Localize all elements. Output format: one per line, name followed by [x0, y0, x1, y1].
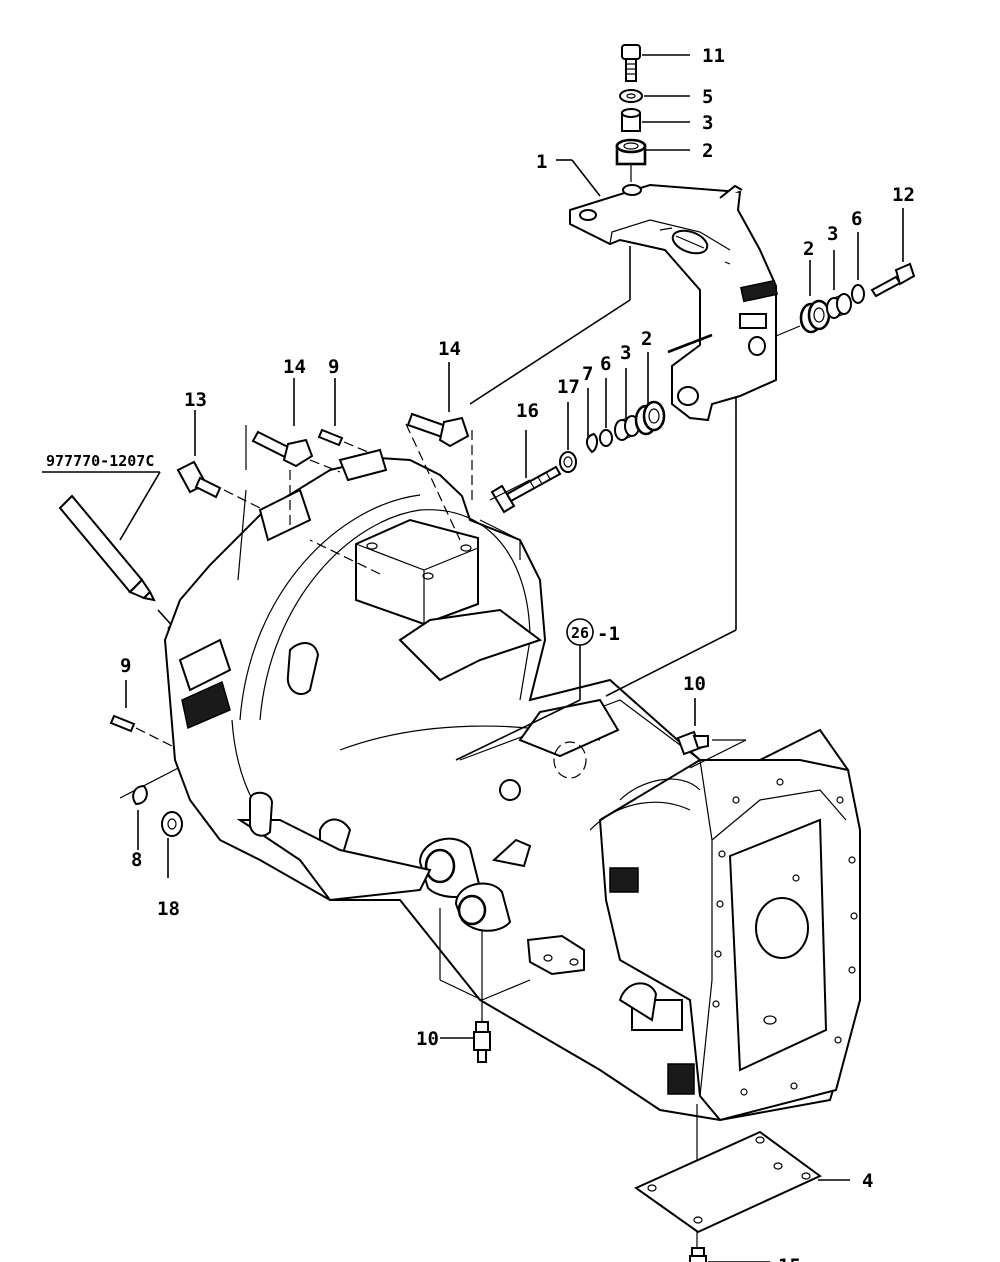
label-3-mid: 3 [620, 342, 631, 364]
label-2-right: 2 [803, 238, 814, 260]
label-7: 7 [582, 363, 593, 385]
flange-holes [712, 778, 858, 1096]
label-5: 5 [702, 86, 713, 108]
label-15-partial: 15 [778, 1255, 801, 1262]
label-1: 1 [536, 151, 547, 173]
grommet-2-right [799, 299, 831, 334]
grease-nipple-10-lower [473, 1021, 491, 1063]
bolt-11 [621, 44, 641, 82]
washer-5 [619, 89, 643, 103]
sealant-tube-icon [58, 494, 156, 602]
label-9-left: 9 [120, 655, 131, 677]
label-16: 16 [516, 400, 539, 422]
label-12: 12 [892, 184, 915, 206]
label-14-left: 14 [283, 356, 306, 378]
label-2-top: 2 [702, 140, 713, 162]
nut-18 [161, 811, 183, 837]
washer-6-mid [599, 429, 613, 447]
label-9-top: 9 [328, 356, 339, 378]
label-26-suffix: -1 [597, 623, 620, 645]
label-3-top: 3 [702, 112, 713, 134]
grommet-2-mid [634, 400, 666, 436]
cover-plate-4 [633, 1130, 822, 1234]
pin-9-left [109, 714, 136, 733]
collar-3-right [826, 293, 852, 319]
label-11: 11 [702, 45, 725, 67]
label-26: 26 [571, 624, 589, 642]
bolt-13 [176, 460, 222, 499]
label-6-right: 6 [851, 208, 862, 230]
label-10-lower: 10 [416, 1028, 439, 1050]
label-18: 18 [157, 898, 180, 920]
label-10-upper: 10 [683, 673, 706, 695]
label-8: 8 [131, 849, 142, 871]
label-2-mid: 2 [641, 328, 652, 350]
collar-3-top [621, 108, 641, 132]
grease-nipple-10-upper [676, 730, 709, 756]
bolt-14-right [406, 412, 470, 448]
bracket-1 [569, 183, 778, 422]
bolt-16 [490, 465, 562, 514]
label-6-mid: 6 [600, 353, 611, 375]
bolt-12 [870, 262, 916, 298]
grommet-2-top [615, 138, 647, 166]
label-14-right: 14 [438, 338, 461, 360]
label-3-right: 3 [827, 223, 838, 245]
bolt-14-left [251, 430, 314, 468]
nut-17 [559, 451, 577, 473]
sealant-part-number: 977770-1207C [46, 452, 154, 470]
pin-9-top [317, 428, 344, 447]
spring-washer-7 [586, 432, 599, 454]
washer-6-right [851, 284, 865, 304]
transmission-housing [163, 448, 861, 1122]
spring-washer-8 [132, 784, 148, 806]
label-4: 4 [862, 1170, 873, 1192]
label-13: 13 [184, 389, 207, 411]
label-17: 17 [557, 376, 580, 398]
bolt-15-partial [689, 1247, 707, 1262]
